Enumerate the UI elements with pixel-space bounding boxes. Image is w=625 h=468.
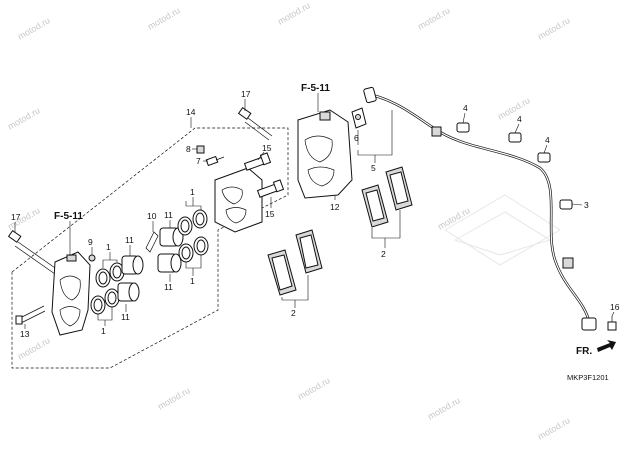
- watermark-layer: motod.ru motod.ru motod.ru motod.ru moto…: [6, 0, 572, 441]
- label-15-lower: 15: [265, 209, 275, 219]
- label-15-upper: 15: [262, 143, 272, 153]
- pin-13: [15, 305, 46, 325]
- plug-9: [88, 254, 96, 262]
- assembly-frame-14: [11, 127, 289, 369]
- bolt-15-upper: [243, 152, 272, 171]
- label-13: 13: [20, 329, 30, 339]
- label-11-left-bottom: 11: [121, 312, 130, 322]
- front-arrow-icon: [597, 340, 616, 352]
- brand-outline-watermark: [444, 194, 561, 266]
- label-1-upper: 1: [190, 187, 195, 197]
- watermark: motod.ru: [6, 105, 42, 131]
- label-4a: 4: [463, 103, 468, 113]
- watermark: motod.ru: [426, 395, 462, 421]
- watermark: motod.ru: [416, 5, 452, 31]
- clamp-4c: [537, 152, 551, 163]
- label-12: 12: [330, 202, 340, 212]
- label-3: 3: [584, 200, 589, 210]
- label-1-left-bottom: 1: [101, 326, 106, 336]
- label-5: 5: [371, 163, 376, 173]
- clip-10: [145, 231, 159, 253]
- front-direction-indicator: FR.: [576, 340, 616, 357]
- label-4c: 4: [545, 135, 550, 145]
- label-11-upper: 11: [164, 210, 173, 220]
- leader-lines: [14, 93, 615, 329]
- watermark: motod.ru: [16, 335, 52, 361]
- label-11-mid: 11: [164, 282, 173, 292]
- label-9: 9: [88, 237, 93, 247]
- caliper-center: [297, 109, 353, 199]
- label-6: 6: [354, 133, 359, 143]
- label-2-lower: 2: [291, 308, 296, 318]
- watermark: motod.ru: [436, 205, 472, 231]
- brake-pads-lower: [267, 229, 323, 296]
- caliper-body-right: [214, 167, 263, 233]
- clamp-4a: [456, 122, 470, 133]
- label-8: 8: [186, 144, 191, 154]
- label-11-left-top: 11: [125, 235, 134, 245]
- bleeder-7: [205, 155, 225, 167]
- reference-left: F-5-11: [54, 211, 83, 222]
- watermark: motod.ru: [536, 415, 572, 441]
- bolt-17-left: [7, 229, 59, 275]
- label-7: 7: [196, 156, 201, 166]
- watermark: motod.ru: [276, 0, 312, 26]
- watermark: motod.ru: [16, 15, 52, 41]
- label-16: 16: [610, 302, 620, 312]
- part-number-labels: 14 17 17 8 7 9 10 13 12 6 5 15 15 2 2 1 …: [11, 89, 620, 339]
- clamp-3: [559, 199, 573, 210]
- label-17-left: 17: [11, 212, 21, 222]
- watermark: motod.ru: [296, 375, 332, 401]
- watermark: motod.ru: [496, 95, 532, 121]
- diagram-code: MKP3F1201: [567, 373, 609, 382]
- bolt-17-top: [237, 106, 273, 141]
- label-1-mid: 1: [190, 276, 195, 286]
- front-label: FR.: [576, 346, 592, 357]
- label-17-top: 17: [241, 89, 251, 99]
- label-4b: 4: [517, 114, 522, 124]
- reference-labels: F-5-11 F-5-11: [54, 83, 330, 222]
- sensor-6: [351, 107, 367, 129]
- caliper-body-left: [51, 251, 91, 336]
- watermark: motod.ru: [146, 5, 182, 31]
- brake-pads-center: [361, 166, 413, 228]
- label-14: 14: [186, 107, 196, 117]
- label-10: 10: [147, 211, 157, 221]
- watermark: motod.ru: [156, 385, 192, 411]
- sensor-wire-5: [363, 86, 597, 331]
- bleeder-8: [196, 145, 205, 154]
- clamp-4b: [508, 132, 522, 143]
- bolt-16: [607, 316, 617, 331]
- watermark: motod.ru: [536, 15, 572, 41]
- label-2-center: 2: [381, 249, 386, 259]
- reference-top: F-5-11: [301, 83, 330, 94]
- label-1-left-top: 1: [106, 242, 111, 252]
- bolt-15-lower: [256, 179, 285, 198]
- seals-pistons-lower: [90, 255, 144, 315]
